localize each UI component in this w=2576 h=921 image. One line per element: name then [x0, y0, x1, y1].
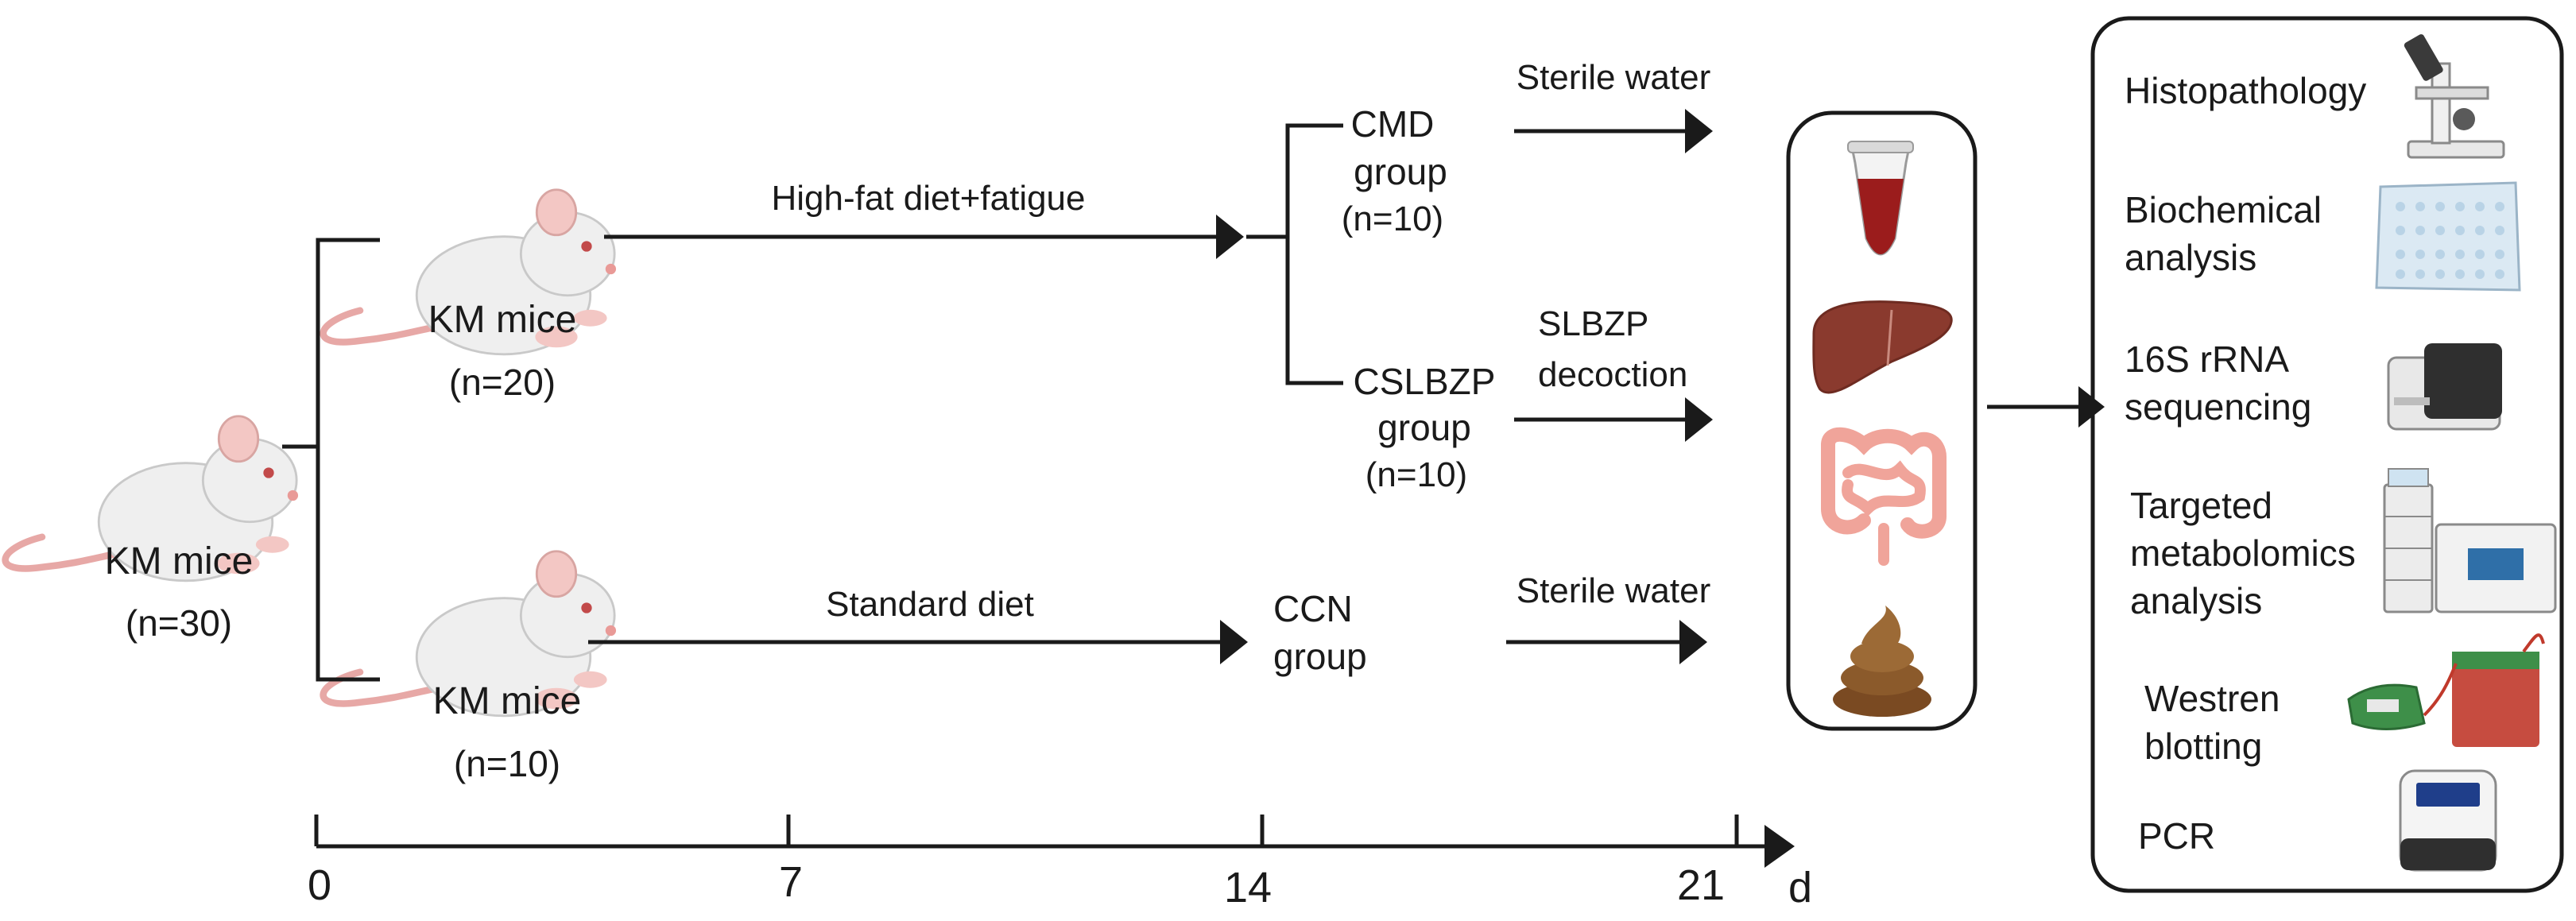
blood-tube-icon	[1847, 141, 1914, 256]
well-plate-icon	[2375, 181, 2521, 292]
cslbzp-treatment-label-1: SLBZP	[1538, 304, 1648, 343]
timeline-tick-21: 21	[1677, 861, 1725, 909]
metabolomics-label-1: Targeted	[2130, 485, 2272, 526]
to-analyses-arrow	[1987, 386, 2105, 428]
metabolomics-label-2: metabolomics	[2130, 532, 2356, 574]
model-diet-label: High-fat diet+fatigue	[771, 179, 1085, 218]
hplc-ms-icon	[2383, 468, 2557, 613]
control-mouse-count: (n=10)	[454, 743, 560, 784]
liver-icon	[1812, 300, 1953, 394]
model-mouse-count: (n=20)	[449, 362, 556, 403]
sample-box	[1786, 110, 1978, 731]
intestine-icon	[1821, 427, 1947, 566]
histopathology-label: Histopathology	[2125, 70, 2366, 111]
ccn-treatment-arrow	[1506, 620, 1707, 664]
pcr-label: PCR	[2138, 815, 2215, 857]
rrna-label-2: sequencing	[2125, 386, 2311, 428]
cmd-group-name: CMD	[1351, 103, 1435, 145]
western-label-2: blotting	[2144, 726, 2262, 767]
cmd-treatment-label: Sterile water	[1517, 58, 1711, 97]
split-bracket	[282, 238, 380, 682]
timeline-tick-7: 7	[779, 858, 803, 906]
ccn-group-word: group	[1273, 636, 1367, 677]
cslbzp-treatment-label-2: decoction	[1538, 355, 1687, 394]
timeline-axis	[314, 815, 1795, 868]
cslbzp-group-name: CSLBZP	[1354, 361, 1496, 402]
rrna-label-1: 16S rRNA	[2125, 339, 2289, 380]
cslbzp-group-word: group	[1377, 407, 1471, 448]
western-label-1: Westren	[2144, 678, 2280, 719]
metabolomics-label-3: analysis	[2130, 580, 2262, 621]
start-mouse-count: (n=30)	[126, 602, 232, 644]
timeline-tick-14: 14	[1224, 864, 1272, 911]
pcr-machine-icon	[2399, 769, 2497, 872]
microscope-icon	[2404, 34, 2505, 159]
feces-icon	[1833, 606, 1931, 717]
standard-diet-arrow	[588, 620, 1248, 664]
biochemical-label-1: Biochemical	[2125, 189, 2322, 230]
biochemical-label-2: analysis	[2125, 237, 2256, 278]
ccn-treatment-label: Sterile water	[1517, 571, 1711, 610]
start-mouse-label: KM mice	[105, 540, 254, 582]
cmd-treatment-arrow	[1514, 109, 1713, 153]
group-split-bracket	[1246, 123, 1343, 385]
timeline-unit: d	[1788, 864, 1812, 911]
cslbzp-group-count: (n=10)	[1365, 455, 1467, 494]
cmd-group-count: (n=10)	[1342, 199, 1443, 238]
model-mouse-label: KM mice	[428, 299, 577, 341]
sequencer-icon	[2387, 343, 2502, 431]
standard-diet-label: Standard diet	[826, 585, 1034, 624]
cslbzp-treatment-arrow	[1514, 397, 1713, 442]
electrophoresis-icon	[2347, 633, 2545, 747]
control-mouse-label: KM mice	[433, 680, 582, 722]
timeline-tick-0: 0	[308, 861, 331, 909]
analyses-box	[2090, 16, 2564, 893]
model-diet-arrow	[604, 215, 1244, 259]
ccn-group-name: CCN	[1273, 588, 1353, 629]
cmd-group-word: group	[1354, 151, 1447, 192]
